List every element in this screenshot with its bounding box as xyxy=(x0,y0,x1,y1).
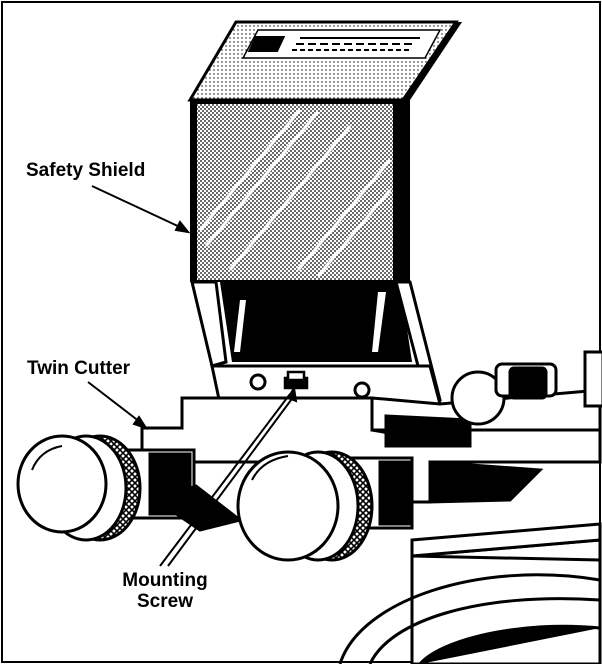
safety-shield-leader xyxy=(91,185,183,229)
mounting-screw-label-line2: Screw xyxy=(137,591,193,612)
mounting-screw-label: Mounting Screw xyxy=(110,570,220,612)
twin-cutter-body xyxy=(140,350,602,664)
left-cutter-wheel xyxy=(16,434,244,542)
safety-shield-label: Safety Shield xyxy=(26,160,146,181)
safety-shield xyxy=(187,20,462,406)
mounting-screw-leader xyxy=(159,393,291,567)
mounting-screw-label-line1: Mounting xyxy=(122,570,208,591)
twin-cutter-leader xyxy=(87,381,141,423)
leader-lines xyxy=(87,185,298,567)
right-cutter-wheel xyxy=(236,450,414,562)
twin-cutter-label: Twin Cutter xyxy=(27,358,131,379)
mounting-screw xyxy=(283,370,309,390)
